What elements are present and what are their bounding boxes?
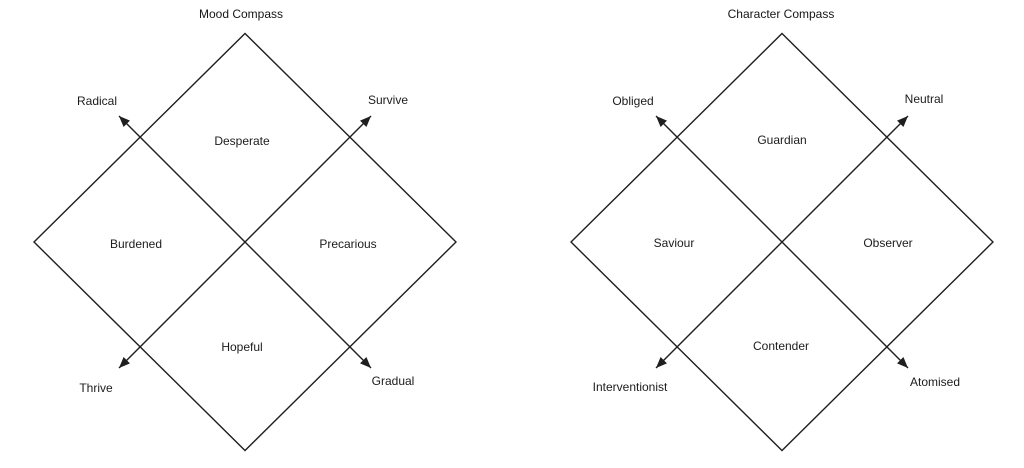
mood-compass-diagram: Mood Compass Desperate Burdened Precario…: [33, 7, 457, 452]
diamond-outline: [570, 32, 994, 452]
axis-arrow-upper-left: [118, 115, 246, 243]
axis-label-lower-right: Atomised: [909, 375, 961, 389]
diamond-outline: [33, 32, 457, 452]
axis-arrow-lower-left: [655, 241, 783, 369]
compass-title: Character Compass: [727, 7, 835, 21]
quadrant-label-top: Guardian: [757, 133, 807, 147]
axis-arrow-lower-right: [781, 241, 909, 369]
character-compass-diagram: Character Compass Guardian Saviour Obser…: [512, 0, 1024, 468]
quadrant-label-top: Desperate: [214, 134, 270, 148]
quadrant-label-right: Observer: [863, 236, 913, 250]
axis-arrow-lower-left: [118, 241, 246, 369]
quadrant-label-left: Saviour: [653, 236, 695, 250]
axis-arrow-upper-right: [781, 115, 909, 243]
axis-arrow-lower-right: [244, 241, 372, 369]
mood-compass-graphic: [33, 32, 457, 452]
axis-label-upper-left: Radical: [76, 94, 118, 108]
axis-label-upper-right: Neutral: [904, 92, 944, 106]
axis-arrow-upper-right: [244, 115, 372, 243]
compass-title: Mood Compass: [198, 7, 284, 21]
quadrant-label-left: Burdened: [109, 237, 163, 251]
axis-arrow-upper-left: [655, 115, 783, 243]
axis-label-lower-right: Gradual: [371, 374, 415, 388]
axis-label-lower-left: Thrive: [79, 381, 113, 395]
quadrant-label-right: Precarious: [319, 237, 377, 251]
character-compass-graphic: [570, 32, 994, 452]
quadrant-label-bottom: Contender: [752, 339, 810, 353]
axis-label-upper-right: Survive: [367, 93, 409, 107]
quadrant-label-bottom: Hopeful: [221, 340, 263, 354]
axis-label-upper-left: Obliged: [612, 94, 654, 108]
axis-label-lower-left: Interventionist: [592, 380, 668, 394]
